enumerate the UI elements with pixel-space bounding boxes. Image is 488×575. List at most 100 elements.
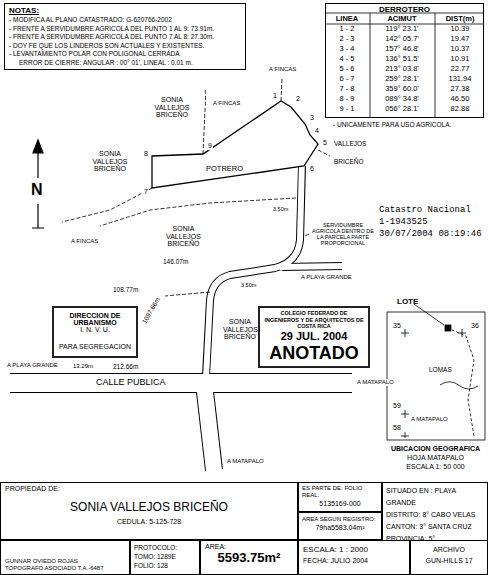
notes-box: NOTAS:- MODIFICA AL PLANO CATASTRADO: G-… xyxy=(4,3,246,70)
map-label: LOMAS xyxy=(428,366,453,373)
node-heading: PROTOCOLO: xyxy=(134,543,196,552)
table-cell: 5 - 6 xyxy=(338,65,355,73)
folio-cell: ES PARTE DE: FOLIO REAL:5135169-000 xyxy=(298,482,382,512)
protocol-cell: PROTOCOLO:TOMO: 1289EFOLIO: 128 xyxy=(130,540,200,575)
table-cell: 213° 03.8' xyxy=(384,65,420,73)
node-heading: AREA: xyxy=(205,543,293,550)
table-cell: 131.94 xyxy=(448,75,473,83)
table-cell: 259° 28.1' xyxy=(384,75,420,83)
node-text: CANTON: 3° SANTA CRUZ xyxy=(386,521,484,533)
north-arrow-head xyxy=(33,140,43,153)
map-label: 36 xyxy=(470,322,480,330)
map-label: A PLAYA GRANDE xyxy=(300,274,353,281)
table-cell: 6 - 7 xyxy=(338,75,355,83)
map-label: A MATAPALO xyxy=(226,458,265,465)
map-label: 2 xyxy=(295,95,301,103)
map-label: SERVIDUMBRE AGRICOLA DENTRO DE LA PARCEL… xyxy=(310,222,376,246)
map-label: SONIA VALLEJOS BRICEÑO xyxy=(222,318,258,341)
map-label: 146.07m xyxy=(162,258,189,265)
south-street-fill xyxy=(204,383,214,472)
owner-cell: PROPIEDAD DE:SONIA VALLEJOS BRICEÑOCEDUL… xyxy=(0,482,298,540)
map-label: A MATAPALO xyxy=(410,416,449,423)
table-cell: 10.37 xyxy=(450,45,471,53)
node-heading: ES PARTE DE: FOLIO REAL: xyxy=(302,485,378,499)
node-heading: AREA SEGUN REGISTRO: xyxy=(302,515,378,523)
map-label: 3 xyxy=(309,114,315,122)
node-heading: DERROTERO xyxy=(327,5,482,14)
map-label: A FINCAS xyxy=(268,66,297,73)
table-cell: DIST(m) xyxy=(445,15,476,23)
map-label: 35 xyxy=(392,322,402,330)
map-label: 8 xyxy=(143,150,149,158)
map-label: SONIA VALLEJOS BRICEÑO xyxy=(160,225,207,248)
map-label: BRICEÑO xyxy=(333,158,365,165)
map-label: A FINCAS xyxy=(70,238,99,245)
table-cell: 7 - 8 xyxy=(338,85,355,93)
table-cell: 2 - 3 xyxy=(338,35,355,43)
boundary-line xyxy=(318,150,330,156)
boundary-line xyxy=(165,292,210,296)
table-cell: 22.77 xyxy=(450,65,471,73)
map-label: 1097.66m xyxy=(140,295,162,325)
map-label: 30/07/2004 08:19:46 xyxy=(378,230,483,240)
map-label: CALLE PUBLICA xyxy=(95,378,167,388)
node-text: DISTRITO: 8° CABO VELAS xyxy=(386,509,484,521)
table-cell: 359° 60.0' xyxy=(384,85,420,93)
table-cell: 9 - 1 xyxy=(338,105,355,113)
node-heading: GUNNAR OVIEDO ROJAS xyxy=(5,558,125,565)
table-cell: 4 - 5 xyxy=(338,55,355,63)
table-cell: 1 - 2 xyxy=(338,25,355,33)
inset-frame xyxy=(387,312,485,440)
table-cell: 3 - 4 xyxy=(338,45,355,53)
area-cell: AREA:5593.75m² xyxy=(200,540,298,575)
derrotero-grid xyxy=(325,13,484,118)
node-text: ESCALA 1: 50 000 xyxy=(387,462,484,471)
table-cell: 19.47 xyxy=(450,35,471,43)
table-cell: 10.39 xyxy=(450,25,471,33)
node-text: CEDULA: 5-125-728 xyxy=(5,518,293,525)
table-cell: 8 - 9 xyxy=(338,95,355,103)
table-rule xyxy=(325,13,484,118)
node-heading: ESCALA: 1 : 2000 xyxy=(303,543,405,557)
table-cell: 82.88 xyxy=(450,105,471,113)
table-cell: 157° 46.8' xyxy=(384,45,420,53)
map-label: N xyxy=(30,181,44,199)
node-text: - MODIFICA AL PLANO CATASTRADO: G-620766… xyxy=(9,16,241,25)
surveyor-cell: GUNNAR OVIEDO ROJASTOPOGRAFO ASOCIADO T.… xyxy=(0,540,130,575)
table-cell: 142° 05.7' xyxy=(384,35,420,43)
table-cell: 46.50 xyxy=(450,95,471,103)
node-text: - DOY FE QUE LOS LINDEROS SON ACTUALES Y… xyxy=(9,42,241,51)
node-heading: NOTAS: xyxy=(9,6,241,16)
contour-line xyxy=(440,382,478,389)
leader-line xyxy=(305,234,309,236)
map-label: A PLAYA GRANDE xyxy=(6,362,59,369)
table-cell: 136° 51.5' xyxy=(384,55,420,63)
boundary-line xyxy=(203,88,206,154)
map-label: 4 xyxy=(314,127,320,135)
archive-cell: ARCHIVOGUN-HILLS 17 xyxy=(410,540,488,575)
node-heading: DIRECCION DE URBANISMO xyxy=(57,312,133,326)
boundary-line xyxy=(62,188,152,222)
node-heading: LOTE xyxy=(397,297,484,307)
map-label: 7 xyxy=(143,188,149,196)
node-text: FOLIO: 128 xyxy=(134,561,196,570)
lot-pointer xyxy=(414,304,444,325)
map-label: 3.50m xyxy=(272,206,289,212)
node-text: 79ha5583.04m² xyxy=(302,523,378,533)
branch-road-fill xyxy=(280,266,344,267)
map-label: 1-1943525 xyxy=(378,218,429,228)
location-inset xyxy=(387,304,485,440)
map-label: - UNICAMENTE PARA USO AGRICOLA. xyxy=(332,121,452,128)
node-text: I. N. V. U. xyxy=(57,326,133,333)
node-text: 5593.75m² xyxy=(205,550,293,565)
node-heading: ARCHIVO xyxy=(414,544,484,555)
urbanismo-stamp: DIRECCION DE URBANISMOI. N. V. U.PARA SE… xyxy=(52,306,138,358)
boundary-line xyxy=(100,198,296,226)
table-cell: 119° 23.1' xyxy=(384,25,419,33)
map-label: A FINCAS xyxy=(212,100,241,107)
node-text: 29 JUL. 2004 xyxy=(263,330,365,343)
node-heading: PROPIEDAD DE: xyxy=(5,485,293,492)
table-cell: LINEA xyxy=(335,15,360,23)
boundary-line xyxy=(281,78,282,101)
map-label: A MATAPALO xyxy=(356,379,395,386)
